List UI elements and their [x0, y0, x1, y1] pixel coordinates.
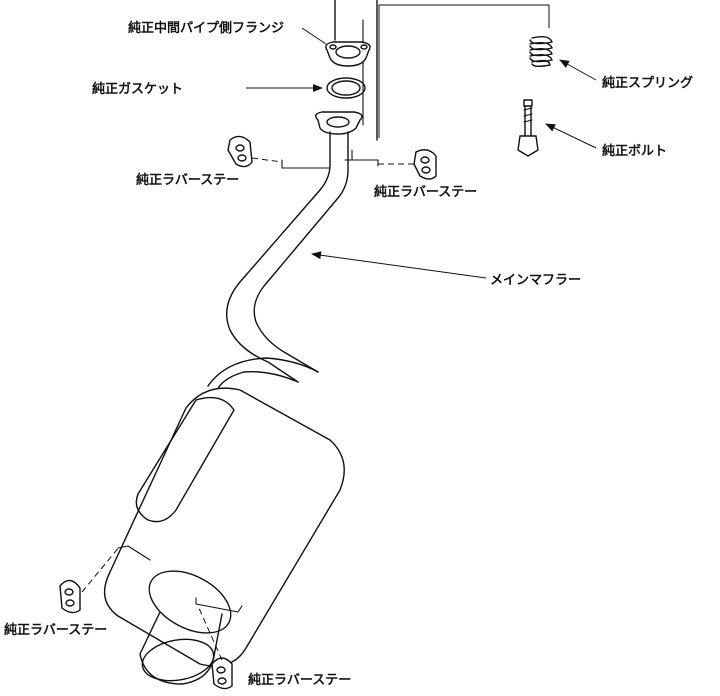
rubber-stay-top-right [378, 149, 437, 180]
muffler-inlet-flange [315, 111, 363, 135]
muffler-body [103, 357, 345, 685]
label-spring: 純正スプリング [602, 75, 693, 91]
label-rubber-stay-bottom-left: 純正ラバーステー [4, 622, 107, 638]
leader-bolt [545, 123, 597, 149]
gasket [326, 77, 366, 99]
rubber-stay-bottom-right [197, 605, 233, 690]
label-gasket: 純正ガスケット [92, 81, 183, 97]
leader-spring [559, 59, 597, 81]
spring [529, 35, 553, 67]
label-main-muffler: メインマフラー [490, 273, 581, 288]
label-rubber-stay-right: 純正ラバーステー [374, 184, 477, 200]
label-bolt: 純正ボルト [602, 143, 667, 159]
mid-pipe-flange [325, 41, 371, 67]
spring-bolt-guide-frame [378, 4, 550, 138]
leader-flange [301, 27, 327, 45]
rubber-stay-top-left [227, 135, 283, 168]
leader-main-muffler [311, 251, 487, 279]
rubber-stay-bottom-left [59, 545, 121, 614]
main-pipe [226, 131, 379, 383]
bolt [517, 99, 539, 157]
label-rubber-stay-left: 純正ラバーステー [136, 172, 239, 188]
mid-pipe [334, 0, 378, 141]
label-mid-pipe-flange: 純正中間パイプ側フランジ [128, 20, 284, 36]
label-rubber-stay-bottom-right: 純正ラバーステー [248, 672, 351, 688]
